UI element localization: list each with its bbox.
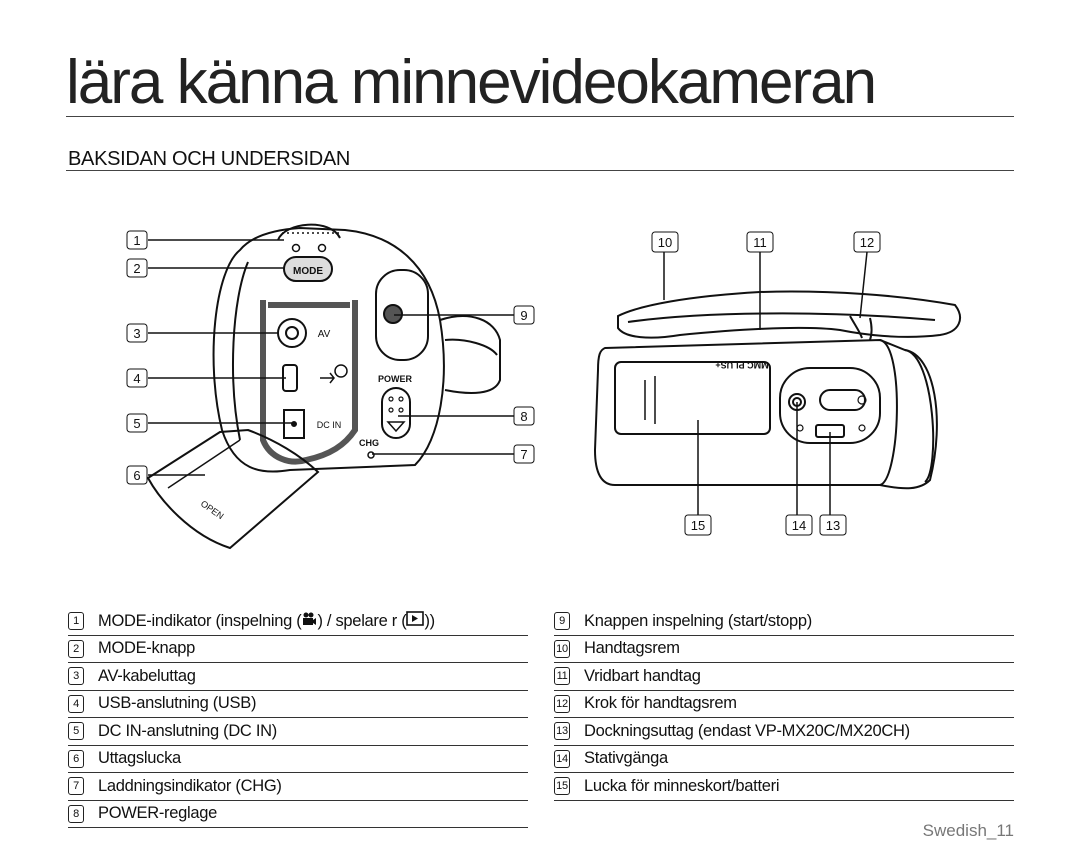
svg-text:8: 8 bbox=[520, 409, 527, 424]
av-label: AV bbox=[318, 329, 331, 340]
play-icon bbox=[406, 611, 425, 631]
callout-11: 11 bbox=[746, 231, 774, 253]
callout-15: 15 bbox=[684, 514, 712, 536]
svg-text:3: 3 bbox=[133, 326, 140, 341]
legend-left: 1 MODE-indikator (inspelning ( ) / spela… bbox=[68, 608, 528, 828]
open-label: OPEN bbox=[199, 498, 226, 521]
title-divider bbox=[66, 116, 1014, 117]
movie-camera-icon bbox=[301, 611, 317, 632]
callout-9: 9 bbox=[513, 305, 535, 325]
svg-text:11: 11 bbox=[753, 235, 767, 250]
camcorder-back-view: MODE AV DC IN OPEN bbox=[146, 223, 501, 550]
callout-10: 10 bbox=[651, 231, 679, 253]
callout-4: 4 bbox=[126, 368, 148, 388]
section-divider bbox=[66, 170, 1014, 171]
card-logo-label: MMC PLUS+ bbox=[715, 360, 768, 370]
callout-2: 2 bbox=[126, 258, 148, 278]
camcorder-illustration: MODE AV DC IN OPEN bbox=[126, 223, 961, 550]
callout-6: 6 bbox=[126, 465, 148, 485]
page-title: lära känna minnevideokameran bbox=[66, 48, 877, 117]
power-label: POWER bbox=[378, 374, 413, 384]
callout-7: 7 bbox=[513, 444, 535, 464]
svg-text:1: 1 bbox=[133, 233, 140, 248]
svg-text:10: 10 bbox=[658, 235, 672, 250]
callout-8: 8 bbox=[513, 406, 535, 426]
svg-text:5: 5 bbox=[133, 416, 140, 431]
callout-13: 13 bbox=[819, 514, 847, 536]
svg-text:14: 14 bbox=[792, 518, 806, 533]
svg-text:13: 13 bbox=[826, 518, 840, 533]
callout-1: 1 bbox=[126, 230, 148, 250]
callout-5: 5 bbox=[126, 413, 148, 433]
section-title: BAKSIDAN OCH UNDERSIDAN bbox=[68, 148, 351, 170]
svg-text:9: 9 bbox=[520, 308, 527, 323]
legend-number: 1 bbox=[68, 612, 84, 631]
callout-14: 14 bbox=[785, 514, 813, 536]
svg-text:2: 2 bbox=[133, 261, 140, 276]
callout-12: 12 bbox=[853, 231, 881, 253]
svg-text:6: 6 bbox=[133, 468, 140, 483]
legend-item-1: 1 MODE-indikator (inspelning ( ) / spela… bbox=[68, 608, 528, 636]
callout-3: 3 bbox=[126, 323, 148, 343]
dc-in-label: DC IN bbox=[317, 420, 342, 430]
svg-text:12: 12 bbox=[860, 235, 874, 250]
mode-button-label: MODE bbox=[293, 266, 323, 277]
svg-text:4: 4 bbox=[133, 371, 140, 386]
chg-label: CHG bbox=[359, 438, 379, 448]
svg-text:7: 7 bbox=[520, 447, 527, 462]
svg-text:15: 15 bbox=[691, 518, 705, 533]
camcorder-bottom-view: MMC PLUS+ bbox=[593, 290, 961, 490]
page-number: Swedish_11 bbox=[922, 821, 1014, 840]
